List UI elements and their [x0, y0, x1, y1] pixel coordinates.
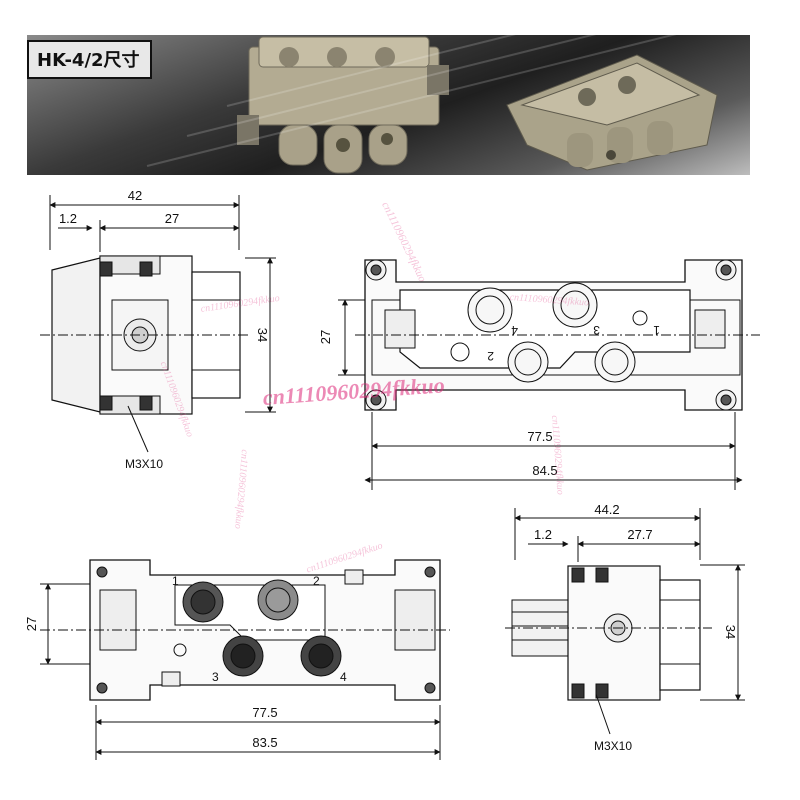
dim-outer-width-84-5: 84.5 — [532, 463, 557, 478]
pin-label-2-top: 2 — [487, 349, 494, 363]
connector-photos — [237, 36, 718, 174]
product-photo-banner — [27, 35, 750, 175]
back-view-bottom — [40, 559, 450, 760]
front-view-top — [338, 259, 760, 490]
pin-label-1-bottom: 1 — [172, 574, 179, 588]
pin-label-4-bottom: 4 — [340, 670, 347, 684]
dim-inner-27: 27 — [165, 211, 179, 226]
side-view-top — [40, 195, 276, 453]
screw-label: M3X10 — [125, 457, 163, 471]
dim-height-27-top: 27 — [318, 330, 333, 344]
pin-label-1-top: 1 — [653, 323, 660, 337]
connector-photo-front — [237, 36, 449, 174]
screw-label-bottom: M3X10 — [594, 739, 632, 753]
connector-photo-angled — [506, 54, 718, 171]
page-title: HK-4/2尺寸 — [27, 40, 152, 79]
dim-inner-width-77-5-bottom: 77.5 — [252, 705, 277, 720]
pin-label-2-bottom: 2 — [313, 574, 320, 588]
dim-inner-width-77-5-top: 77.5 — [527, 429, 552, 444]
pin-label-3-top: 3 — [593, 323, 600, 337]
dim-offset-1-2-bottom: 1.2 — [534, 527, 552, 542]
pin-label-3-bottom: 3 — [212, 670, 219, 684]
pin-label-4-top: 4 — [511, 323, 518, 337]
dim-overall-44-2: 44.2 — [594, 502, 619, 517]
dim-inner-27-7: 27.7 — [627, 527, 652, 542]
dim-offset-1-2: 1.2 — [59, 211, 77, 226]
dim-height-27-bottom: 27 — [24, 617, 39, 631]
dim-outer-width-83-5: 83.5 — [252, 735, 277, 750]
dim-height-34: 34 — [255, 328, 270, 342]
dim-height-34-bottom: 34 — [723, 625, 738, 639]
dim-overall-42: 42 — [128, 188, 142, 203]
side-view-bottom — [505, 508, 745, 735]
